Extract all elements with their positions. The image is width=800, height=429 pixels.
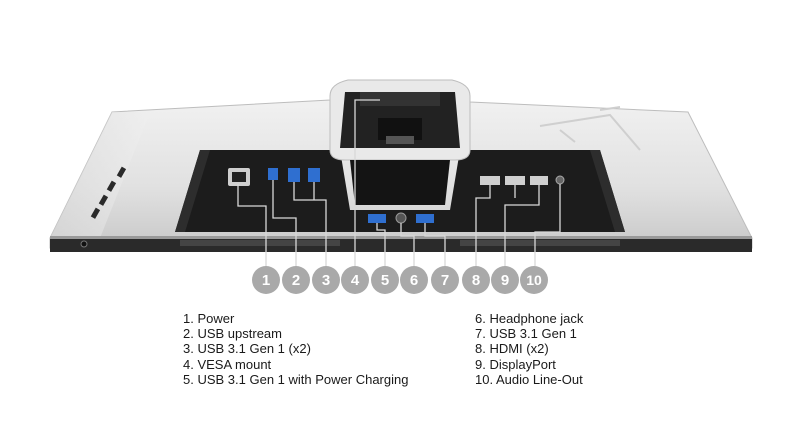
legend-item: 4. VESA mount <box>183 356 272 372</box>
power-led <box>80 240 88 248</box>
legend-item: 9. DisplayPort <box>475 356 556 372</box>
legend-item: 8. HDMI (x2) <box>475 341 549 357</box>
deco-lines <box>539 106 641 151</box>
callout-10: 10 <box>520 266 548 294</box>
callout-5: 5 <box>371 266 399 294</box>
callout-6: 6 <box>400 266 428 294</box>
legend-item: 5. USB 3.1 Gen 1 with Power Charging <box>183 371 409 387</box>
legend-item: 6. Headphone jack <box>475 311 584 326</box>
callout-9: 9 <box>491 266 519 294</box>
callout-1: 1 <box>252 266 280 294</box>
headphone-jack <box>395 212 407 224</box>
port-panel <box>175 150 625 232</box>
legend-right: 6. Headphone jack 7. USB 3.1 Gen 1 8. HD… <box>475 311 583 387</box>
bottom-vents <box>180 240 620 246</box>
callout-2: 2 <box>282 266 310 294</box>
usb-charging-port <box>368 214 386 223</box>
side-buttons <box>90 166 127 219</box>
usb-port-c <box>416 214 434 223</box>
leader-lines <box>237 99 561 266</box>
legend-left: 1. Power 2. USB upstream 3. USB 3.1 Gen … <box>183 311 408 387</box>
callout-7: 7 <box>431 266 459 294</box>
power-port <box>228 168 250 186</box>
callout-4: 4 <box>341 266 369 294</box>
bottom-edge <box>50 238 752 252</box>
legend-item: 10. Audio Line-Out <box>475 371 583 387</box>
legend-item: 7. USB 3.1 Gen 1 <box>475 326 577 342</box>
hdmi-port-b <box>505 176 525 185</box>
usb-port-a <box>288 168 300 182</box>
legend-item: 3. USB 3.1 Gen 1 (x2) <box>183 341 311 357</box>
usb-upstream-port <box>268 168 278 180</box>
hdmi-port-a <box>480 176 500 185</box>
usb-port-b <box>308 168 320 182</box>
line-out-jack <box>555 175 565 185</box>
legend-item: 2. USB upstream <box>183 326 282 342</box>
callout-8: 8 <box>462 266 490 294</box>
displayport <box>530 176 548 185</box>
callout-3: 3 <box>312 266 340 294</box>
legend-item: 1. Power <box>183 311 235 326</box>
